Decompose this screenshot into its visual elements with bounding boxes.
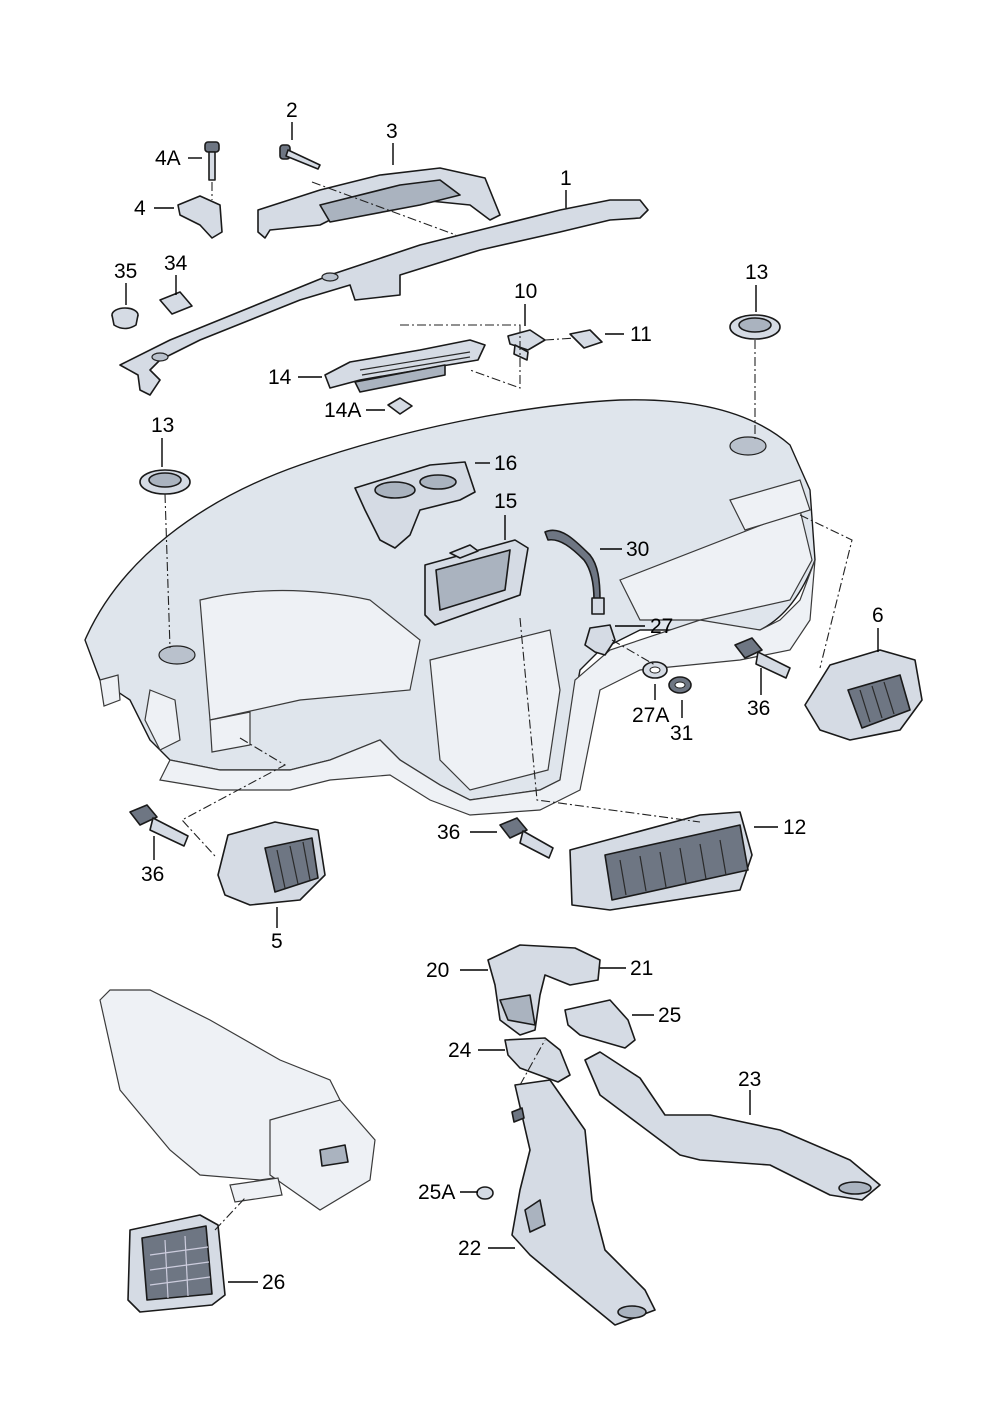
label-12: 12 [783,816,806,839]
part-26-rear-vent [127,1214,226,1313]
label-34: 34 [164,252,188,275]
label-11: 11 [630,323,652,346]
part-12-center-vent [569,811,753,911]
label-10: 10 [514,280,537,303]
label-16: 16 [494,452,517,475]
part-11-clip [569,329,603,349]
label-14A: 14A [324,399,361,422]
part-36-sensor-center [499,817,554,859]
part-5-left-vent [217,821,326,906]
label-2: 2 [286,99,298,122]
part-13-grommet-right [729,314,781,340]
label-13-left: 13 [151,414,174,437]
part-2-screw [279,144,321,170]
label-21: 21 [630,957,653,980]
part-14-vent-bar [324,339,486,389]
part-1-trim [119,199,649,396]
label-22: 22 [458,1237,481,1260]
label-27A: 27A [632,704,669,727]
label-4: 4 [134,197,146,220]
rear-console [99,989,376,1211]
part-16-cup-holder [354,461,476,549]
label-25A: 25A [418,1181,455,1204]
part-36-sensor-right [734,637,791,679]
label-1: 1 [560,167,572,190]
label-14: 14 [268,366,292,389]
part-27-bracket [584,624,616,656]
label-15: 15 [494,490,517,513]
part-20-21-duct [487,944,601,1036]
part-13-grommet-left [139,469,191,495]
part-23-duct [584,1051,881,1201]
part-14A-clip [387,397,413,415]
part-25-duct-piece [564,999,636,1049]
label-20: 20 [426,959,449,982]
assembly-lines [164,181,853,1231]
part-4A-bolt [204,141,220,181]
label-26: 26 [262,1271,285,1294]
part-35-plug [111,307,139,330]
label-6: 6 [872,604,884,627]
label-25: 25 [658,1004,681,1027]
label-36-right: 36 [747,697,770,720]
label-27: 27 [650,615,673,638]
part-4-clip [177,195,223,239]
part-31-nut [668,676,692,694]
part-27A-washer [642,661,668,679]
label-24: 24 [448,1039,472,1062]
label-4A: 4A [155,147,181,170]
label-5: 5 [271,930,283,953]
part-34-clip [159,291,193,315]
part-25A-clip [476,1186,494,1200]
part-24-duct-piece [504,1037,571,1083]
label-30: 30 [626,538,649,561]
label-3: 3 [386,120,398,143]
label-36-center: 36 [437,821,460,844]
label-31: 31 [670,722,693,745]
label-13-right: 13 [745,261,768,284]
part-6-right-vent [804,649,923,741]
part-15-center-vent-housing [424,539,529,626]
leader-lines [125,122,879,1283]
part-10-clip [507,329,546,351]
label-23: 23 [738,1068,761,1091]
label-36-left: 36 [141,863,164,886]
part-labels: 2 3 1 4A 4 34 35 10 11 13 14 14A 13 16 1… [114,99,884,1294]
part-36-sensor-left [129,804,189,847]
label-35: 35 [114,260,137,283]
